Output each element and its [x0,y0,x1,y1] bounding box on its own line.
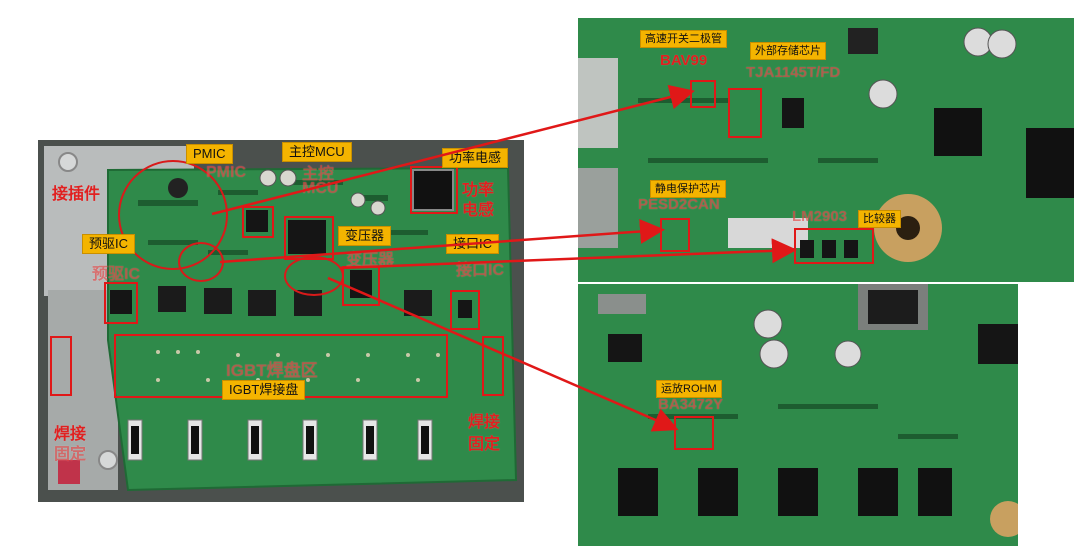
label-weld-right-2: 固定 [468,436,501,453]
left-board-photo: PMIC 主控MCU 功率电感 预驱IC 变压器 接口IC IGBT焊接盘 接插… [38,140,524,502]
label-tja: TJA1145T/FD [746,64,841,81]
mcu-box [284,216,334,260]
transformer-box [342,266,380,306]
tag-comparator: 比较器 [858,210,901,228]
label-pesd: PESD2CAN [638,196,720,213]
tag-pre-driver: 预驱IC [82,234,136,254]
tag-flash: 外部存储芯片 [750,42,826,60]
label-igbt-area: IGBT焊盘区 [226,361,318,380]
weld-left-box [50,336,72,396]
label-weld-left-2: 固定 [54,446,87,463]
label-connector: 接插件 [52,186,101,203]
label-weld-right-1: 焊接 [468,414,501,431]
tag-diode: 高速开关二极管 [640,30,727,48]
transformer-circle [284,256,344,296]
tag-power-inductor: 功率电感 [442,148,509,168]
opamp-box [674,416,714,450]
tag-pmic: PMIC [186,144,233,164]
interface-box [450,290,480,330]
label-inductor-2: 电感 [462,202,495,219]
label-bav99: BAV99 [660,52,708,69]
inductor-box [410,166,458,214]
label-weld-left-1: 焊接 [54,426,87,443]
lm2903-box [794,228,874,264]
label-opamp-part: BA3472Y [658,396,724,413]
tag-interface-ic: 接口IC [446,234,500,254]
label-transformer: 变压器 [346,252,395,269]
right-bottom-board-photo: 运放ROHM BA3472Y [578,284,1018,546]
tag-igbt-pad: IGBT焊接盘 [222,380,306,400]
label-pre-driver: 预驱IC [92,266,141,283]
right-top-board-photo: 高速开关二极管 外部存储芯片 静电保护芯片 比较器 BAV99 TJA1145T… [578,18,1074,282]
pesd-box [660,218,690,252]
label-pmic: PMIC [206,164,246,181]
tag-main-mcu: 主控MCU [282,142,352,162]
bav99-box [690,80,716,108]
pmic-box [242,206,274,238]
tja-box [728,88,762,138]
pre-driver-circle [178,242,224,282]
label-interface: 接口IC [456,262,505,279]
pre-driver-box [104,282,138,324]
weld-right-box [482,336,504,396]
label-mcu-2: MCU [302,180,339,197]
label-lm2903: LM2903 [792,208,848,225]
right-bottom-drawing [578,284,1018,546]
tag-transformer: 变压器 [338,226,392,246]
